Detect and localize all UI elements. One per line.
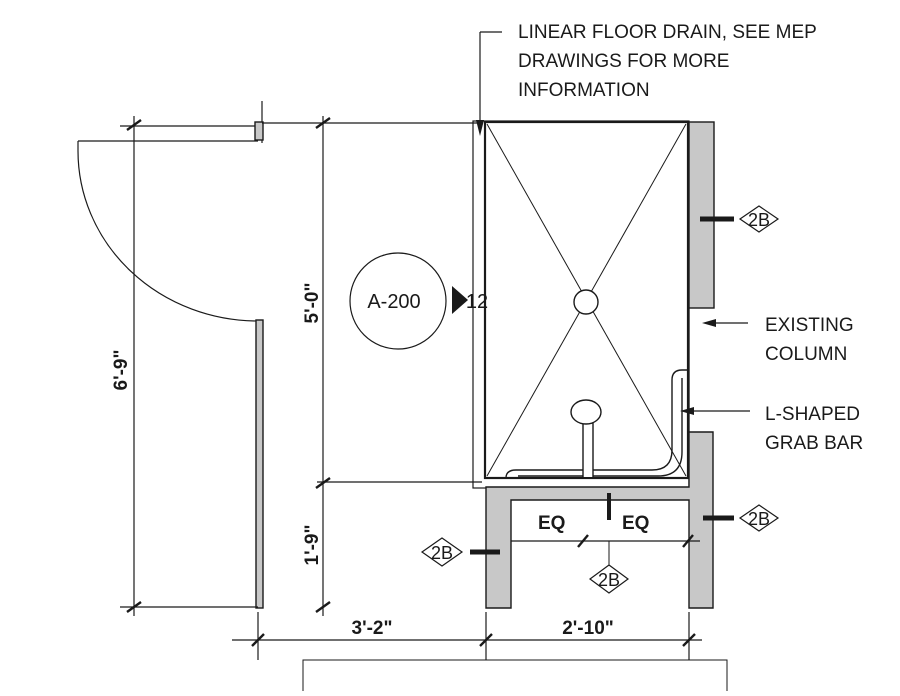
tag-diamond	[738, 205, 780, 233]
leader-arrow	[476, 120, 484, 136]
dim-tick	[126, 119, 142, 131]
callout-bubble	[349, 252, 447, 350]
dim-tick	[315, 477, 331, 489]
section-callout: A-200 12	[349, 252, 488, 350]
note-line: EXISTING	[765, 315, 854, 336]
callout-sheet-number: A-200	[367, 291, 420, 313]
wall-left	[255, 319, 264, 609]
tag-diamond	[738, 504, 780, 532]
note-line: L-SHAPED	[765, 404, 860, 425]
door-swing-arc	[77, 150, 259, 322]
grab-bar-outer	[505, 432, 673, 479]
dimension-eq	[511, 493, 700, 548]
note-line: DRAWINGS FOR MORE	[518, 51, 729, 72]
note-existing-column: EXISTING COLUMN	[765, 315, 859, 365]
tag-diamond	[588, 564, 630, 594]
tag-label: 2B	[598, 570, 620, 590]
shower-pan	[472, 120, 690, 489]
wall-stub-top	[254, 121, 264, 141]
note-line: COLUMN	[765, 344, 847, 365]
dim-label-left-width: 3'-2"	[352, 618, 393, 639]
column-leader	[702, 319, 748, 327]
note-line: LINEAR FLOOR DRAIN, SEE MEP	[518, 22, 816, 43]
wall-right-upper	[688, 121, 715, 309]
dimension-bottom	[232, 612, 728, 691]
leader-arrow	[702, 319, 716, 327]
grab-bar-leader	[680, 407, 750, 415]
grab-bar-bend	[671, 369, 688, 432]
dimension-shower-length	[262, 116, 482, 616]
note-floor-drain: LINEAR FLOOR DRAIN, SEE MEP DRAWINGS FOR…	[518, 22, 822, 101]
leader-arrow	[680, 407, 694, 415]
wall-tag-1: 2B	[700, 205, 780, 233]
dim-tick	[577, 534, 589, 548]
lower-outline	[302, 659, 728, 691]
dim-label-eq-right: EQ	[622, 513, 649, 534]
wall-tag-4: 2B	[588, 541, 630, 594]
tag-label: 2B	[748, 210, 770, 230]
tag-label: 2B	[748, 509, 770, 529]
dim-tick	[682, 633, 696, 647]
grab-bar-inner	[518, 378, 683, 477]
dimension-overall-height	[120, 116, 258, 616]
note-line: INFORMATION	[518, 80, 650, 101]
dim-label-shower-length: 5'-0"	[302, 283, 323, 324]
dim-tick	[251, 633, 265, 647]
valve-stem	[582, 422, 594, 479]
note-grab-bar: L-SHAPED GRAB BAR	[765, 404, 865, 454]
dim-tick	[315, 601, 331, 613]
tag-diamond	[420, 537, 464, 567]
grab-bar	[505, 369, 688, 479]
dim-label-overall-height: 6'-9"	[111, 350, 132, 391]
callout-detail-number: 12	[466, 291, 488, 313]
door	[77, 101, 263, 322]
callout-arrow	[452, 286, 468, 314]
tag-label: 2B	[431, 543, 453, 563]
wall-tag-3: 2B	[420, 537, 500, 567]
dim-tick	[479, 633, 493, 647]
dim-label-right-width: 2'-10"	[562, 618, 614, 639]
wall-right-lower	[485, 431, 714, 609]
dim-tick	[682, 534, 694, 548]
dim-label-eq-left: EQ	[538, 513, 565, 534]
wall-tag-2: 2B	[703, 504, 780, 532]
shower-head	[570, 399, 602, 425]
floor-drain	[573, 289, 599, 315]
dim-label-lower-bay: 1'-9"	[302, 525, 323, 566]
shower-valve	[570, 399, 602, 479]
drain-leader	[476, 31, 502, 136]
note-line: GRAB BAR	[765, 433, 863, 454]
